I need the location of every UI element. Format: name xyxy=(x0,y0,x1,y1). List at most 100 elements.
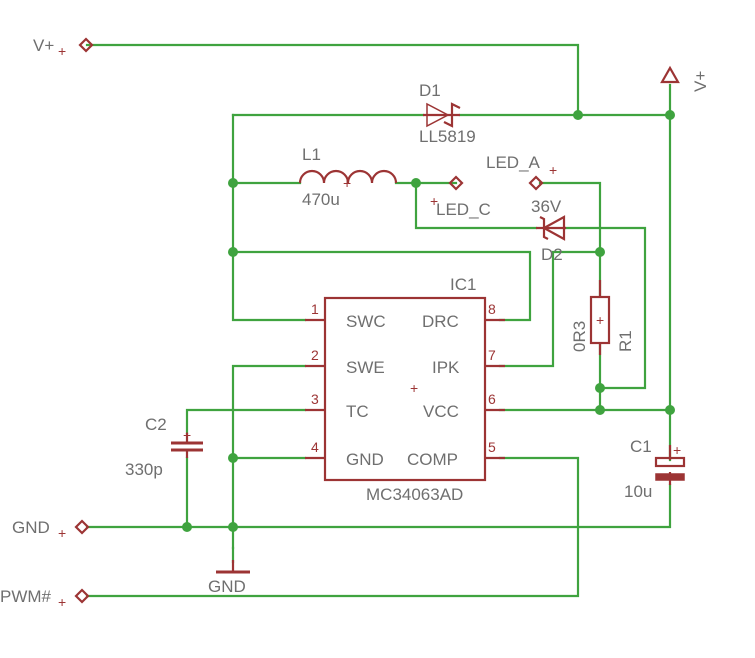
port-diamond-icon xyxy=(528,175,544,191)
diode-d2[interactable]: 36V D2 xyxy=(531,197,566,264)
ic1-pin8-name: DRC xyxy=(422,312,459,331)
port-led-c-label: LED_C xyxy=(436,200,491,219)
port-led-a-label: LED_A xyxy=(486,153,541,172)
junction-dot xyxy=(595,247,605,257)
diode-d1[interactable]: D1 LL5819 xyxy=(419,81,476,146)
wire-ipk xyxy=(498,250,602,368)
ic1-pin8-num: 8 xyxy=(488,301,496,317)
port-vplus-label: V+ xyxy=(33,36,54,55)
ic1-pin7-name: IPK xyxy=(432,358,460,377)
wire-comp xyxy=(85,456,580,598)
junction-dot xyxy=(411,178,421,188)
ground-label: GND xyxy=(208,577,246,596)
port-led-c[interactable]: LED_C + xyxy=(430,175,491,219)
capacitor-c1[interactable]: + C1 10u xyxy=(624,437,686,501)
wire-swc-bus xyxy=(231,113,307,322)
port-pwm-label: PWM# xyxy=(0,587,52,606)
r1-name: R1 xyxy=(616,330,635,352)
ic1[interactable]: IC1 MC34063AD + 1 SWC 2 SWE 3 TC 4 GND 8… xyxy=(305,275,505,504)
junction-dot xyxy=(228,247,238,257)
inductor-l1[interactable]: L1 470u + xyxy=(298,145,398,209)
port-plus-mark: + xyxy=(549,162,557,178)
port-diamond-icon xyxy=(74,588,90,604)
ic1-value: MC34063AD xyxy=(366,485,463,504)
c2-value: 330p xyxy=(125,460,163,479)
ground-symbol: GND xyxy=(208,546,250,596)
d2-name: D2 xyxy=(541,245,563,264)
port-plus-mark: + xyxy=(430,193,438,209)
ic1-name: IC1 xyxy=(450,275,476,294)
ic1-pin1-name: SWC xyxy=(346,312,386,331)
r1-body-icon xyxy=(589,295,611,345)
junction-dot xyxy=(665,405,675,415)
wire-swe xyxy=(231,364,307,550)
wire-vplus-rail xyxy=(85,43,580,117)
r1-center-mark: + xyxy=(596,312,604,328)
port-gnd-label: GND xyxy=(12,518,50,537)
ic1-pin7-num: 7 xyxy=(488,347,496,363)
c2-plate-icon xyxy=(171,441,203,452)
ic1-pin3-num: 3 xyxy=(311,391,319,407)
r1-value: 0R3 xyxy=(570,321,589,352)
ic1-pin1-num: 1 xyxy=(311,301,319,317)
port-pwm[interactable]: PWM# + xyxy=(0,587,90,610)
ic1-pin6-num: 6 xyxy=(488,391,496,407)
port-gnd[interactable]: GND + xyxy=(12,518,90,541)
port-vplus[interactable]: V+ + xyxy=(33,36,94,59)
c1-plate-top-icon xyxy=(654,456,686,468)
wires xyxy=(85,43,672,598)
supply-symbol: V+ xyxy=(660,65,710,92)
ic1-pin4-num: 4 xyxy=(311,439,319,455)
ic1-pin5-name: COMP xyxy=(407,450,458,469)
port-plus-mark: + xyxy=(58,525,66,541)
ic1-pin5-num: 5 xyxy=(488,439,496,455)
ic1-body xyxy=(323,296,487,482)
wire-drc xyxy=(231,250,532,322)
d1-bar-icon xyxy=(443,102,461,128)
junction-dot xyxy=(573,110,583,120)
wire-d2-right xyxy=(564,226,647,390)
c2-plus-mark: + xyxy=(183,427,191,443)
resistor-r1[interactable]: + R1 0R3 xyxy=(570,280,635,355)
c1-plate-bottom-icon xyxy=(655,473,685,481)
ic1-pin3-name: TC xyxy=(346,402,369,421)
wire-l1-d2 xyxy=(414,181,538,230)
supply-arrow-icon xyxy=(660,65,680,84)
l1-name: L1 xyxy=(302,145,321,164)
d1-name: D1 xyxy=(419,81,441,100)
junction-dot xyxy=(228,178,238,188)
junction-dot xyxy=(228,522,238,532)
port-plus-mark: + xyxy=(58,43,66,59)
supply-label: V+ xyxy=(691,71,710,92)
d2-triangle-icon xyxy=(541,215,566,241)
c1-value: 10u xyxy=(624,482,652,501)
ic1-pin4-name: GND xyxy=(346,450,384,469)
ic1-pin2-num: 2 xyxy=(311,347,319,363)
junction-dot xyxy=(228,453,238,463)
port-plus-mark: + xyxy=(58,594,66,610)
ic1-pin-stubs xyxy=(305,318,505,460)
port-led-a[interactable]: LED_A + xyxy=(486,153,557,191)
port-diamond-icon xyxy=(448,175,464,191)
d1-triangle-icon xyxy=(426,102,450,128)
l1-value: 470u xyxy=(302,190,340,209)
port-diamond-icon xyxy=(74,519,90,535)
junction-dot xyxy=(182,522,192,532)
wire-tc xyxy=(185,408,307,435)
junction-dot xyxy=(665,110,675,120)
l1-coil-icon xyxy=(298,169,398,184)
wire-gnd-rail xyxy=(85,483,672,529)
junction-dot xyxy=(595,383,605,393)
ic1-pin6-name: VCC xyxy=(423,402,459,421)
d2-bar-icon xyxy=(539,216,549,240)
c1-plus-mark: + xyxy=(673,442,681,458)
c2-name: C2 xyxy=(145,415,167,434)
ic1-pin2-name: SWE xyxy=(346,358,385,377)
l1-center-mark: + xyxy=(343,175,351,191)
c1-name: C1 xyxy=(630,437,652,456)
capacitor-c2[interactable]: + C2 330p xyxy=(125,415,203,479)
d1-value: LL5819 xyxy=(419,127,476,146)
junctions xyxy=(182,110,675,532)
port-diamond-icon xyxy=(78,37,94,53)
